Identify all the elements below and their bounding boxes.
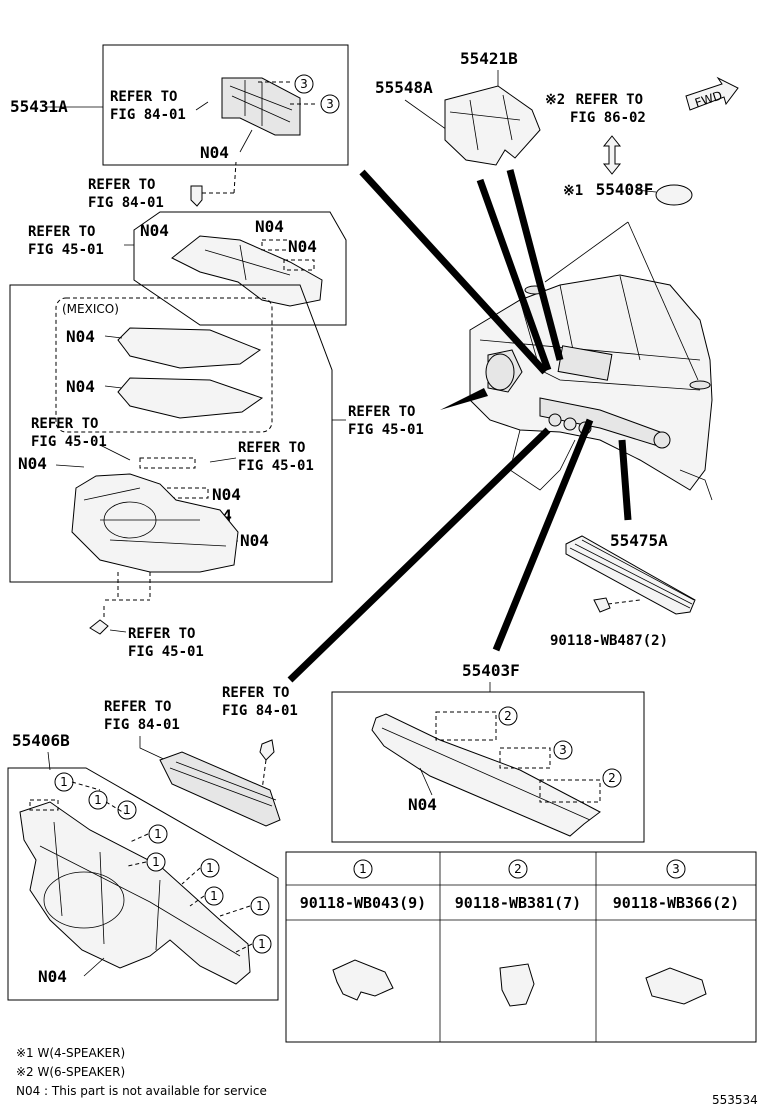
leader-55406B [287,427,551,683]
ref-line1: REFER TO [110,89,177,105]
n04-55431A: N04 [200,143,229,162]
note2-symbol: ※2 [545,92,565,108]
box-55403F [331,691,645,843]
speaker-grille-55408F [655,184,693,206]
ref-fig45-c: REFER TO FIG 45-01 [238,440,314,474]
label-55431A: 55431A [10,97,68,116]
leader-55403F [492,418,594,652]
screw-icon-wb487 [593,597,611,613]
footnote-2: ※2 W(6-SPEAKER) [16,1065,125,1079]
svg-text:1: 1 [206,861,214,875]
ref-fig45-d: REFER TO FIG 45-01 [128,626,204,660]
svg-text:3: 3 [300,77,308,91]
svg-text:1: 1 [210,889,218,903]
n04-mexico-b: N04 [66,377,95,396]
footnote-3: N04 : This part is not available for ser… [16,1084,267,1098]
diagram-id: 553534 [712,1093,758,1107]
meter-hood [444,85,541,166]
ref-fig86: ※2 REFER TO FIG 86-02 [545,92,651,126]
svg-text:1: 1 [123,803,131,817]
table-col-number: 2 [514,862,522,876]
ref-fig84-b: REFER TO FIG 84-01 [88,177,164,211]
panel-55403F [371,713,601,837]
svg-text:3: 3 [326,97,334,111]
ref-fig84-a: REFER TO FIG 84-01 [110,89,186,123]
table-col-part-number: 90118-WB381(7) [455,894,581,912]
table-col-number-circle [508,859,528,879]
column-cover-upper [171,235,323,307]
svg-text:2: 2 [504,709,512,723]
screw-icon-lower [89,619,109,635]
vent-bracket-84 [159,751,281,827]
n04-lower-d: N04 [240,531,269,550]
n04-55406B: N04 [38,967,67,986]
clip-icon [645,967,707,1005]
label-55475A: 55475A [610,531,668,550]
clip-icon [499,963,535,1007]
ref-fig45-a: REFER TO FIG 45-01 [28,224,104,258]
leader-55421B [506,169,564,361]
leader-55408F-a [544,221,629,283]
label-55406B: 55406B [12,731,70,750]
box-column-cover [133,211,347,326]
svg-text:1: 1 [258,937,266,951]
screw-icon-84 [259,739,275,761]
screw-icon [190,185,203,207]
table-col-part-number: 90118-WB366(2) [613,894,739,912]
svg-text:1: 1 [94,793,102,807]
n04-55403F: N04 [408,795,437,814]
double-arrow-icon [602,135,622,175]
n04-upper-c: N04 [288,237,317,256]
n04-upper-a: N04 [140,221,169,240]
svg-text:3: 3 [559,743,567,757]
fastener-table: 1 90118-WB043(9) 2 90118-WB381(7) 3 90118-WB3… [285,851,757,1043]
n04-lower-a: N04 [18,454,47,473]
table-col-number-circle [666,859,686,879]
label-mexico: (MEXICO) [62,302,119,316]
n04-lower-b: N04 [212,485,241,504]
ref-fig45-b: REFER TO FIG 45-01 [31,416,107,450]
label-90118-WB487: 90118-WB487(2) [550,633,668,649]
footnote-1: ※1 W(4-SPEAKER) [16,1046,125,1060]
table-col-number: 3 [672,862,680,876]
leader-55431A [359,169,548,375]
svg-text:2: 2 [608,771,616,785]
table-col-number-circle [353,859,373,879]
leader-55475A [618,439,632,521]
svg-text:1: 1 [152,855,160,869]
ref-line2: FIG 84-01 [110,107,186,123]
fwd-arrow-icon: FWD [685,76,739,111]
label-55408F: ※1 55408F [563,180,653,199]
box-55406B [7,767,279,1001]
n04-upper-b: N04 [255,217,284,236]
label-55403F: 55403F [462,661,520,680]
svg-text:1: 1 [154,827,162,841]
ref-fig84-c: REFER TO FIG 84-01 [104,699,180,733]
ref-fig84-d: REFER TO FIG 84-01 [222,685,298,719]
column-cover-lower [71,473,239,573]
box-mexico [55,297,273,433]
table-col-part-number: 90118-WB043(9) [300,894,426,912]
box-55431A [102,44,349,166]
svg-text:1: 1 [256,899,264,913]
leader-column [440,388,488,410]
table-col-number: 1 [359,862,367,876]
clip-icon [332,959,394,1001]
box-lower-column [9,284,333,583]
svg-text:1: 1 [60,775,68,789]
label-55548A: 55548A [375,78,433,97]
leader-55548A [476,178,552,372]
n04-mexico-a: N04 [66,327,95,346]
ref-fig45-e: REFER TO FIG 45-01 [348,404,424,438]
bracket-55431A [221,77,301,136]
leader-55408F-b [627,221,699,381]
label-55421B: 55421B [460,49,518,68]
